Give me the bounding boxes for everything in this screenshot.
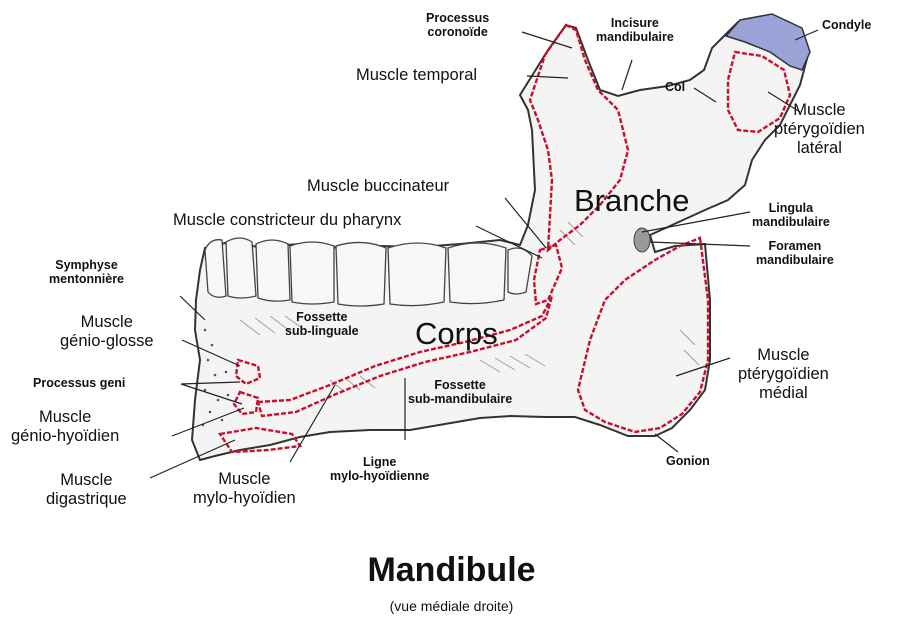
- label-ligne-mylo-line2: mylo-hyoïdienne: [330, 469, 429, 483]
- tooth: [205, 240, 226, 298]
- diagram-subtitle: (vue médiale droite): [0, 598, 903, 614]
- label-symphyse-mentonniere: Symphyse mentonnière: [49, 258, 124, 287]
- label-genio-hyoidien-line1: Muscle: [11, 408, 119, 427]
- label-fossette-sub-mandibulaire: Fossette sub-mandibulaire: [408, 378, 512, 407]
- label-muscle-genio-hyoidien: Muscle génio-hyoïdien: [11, 408, 119, 446]
- label-incisure-line2: mandibulaire: [596, 30, 674, 44]
- label-muscle-mylo-hyoidien: Muscle mylo-hyoïdien: [193, 470, 296, 508]
- label-mylo-hyoidien-line1: Muscle: [193, 470, 296, 489]
- region-corps-label: Corps: [415, 316, 498, 352]
- label-ligne-mylo-line1: Ligne: [330, 455, 429, 469]
- label-pt-med-line2: ptérygoïdien: [738, 365, 829, 384]
- label-symphyse-line2: mentonnière: [49, 272, 124, 286]
- label-fossette-sub-linguale-line1: Fossette: [285, 310, 359, 324]
- label-fossette-sub-linguale-line2: sub-linguale: [285, 324, 359, 338]
- tooth: [290, 242, 334, 304]
- tooth: [256, 240, 290, 301]
- label-muscle-constricteur: Muscle constricteur du pharynx: [173, 211, 401, 230]
- label-pt-lat-line1: Muscle: [774, 101, 865, 120]
- label-muscle-buccinateur: Muscle buccinateur: [307, 177, 449, 196]
- label-lingula-line1: Lingula: [752, 201, 830, 215]
- diagram-title: Mandibule: [0, 551, 903, 590]
- label-incisure-line1: Incisure: [596, 16, 674, 30]
- label-genio-glosse-line1: Muscle: [60, 313, 154, 332]
- label-symphyse-line1: Symphyse: [49, 258, 124, 272]
- label-muscle-pterygoidien-medial: Muscle ptérygoïdien médial: [738, 346, 829, 403]
- label-muscle-pterygoidien-lateral: Muscle ptérygoïdien latéral: [774, 101, 865, 158]
- label-fossette-sub-mandibulaire-line1: Fossette: [408, 378, 512, 392]
- label-lingula-line2: mandibulaire: [752, 215, 830, 229]
- label-incisure-mandibulaire: Incisure mandibulaire: [596, 16, 674, 45]
- tooth: [448, 243, 506, 304]
- label-fossette-sub-mandibulaire-line2: sub-mandibulaire: [408, 392, 512, 406]
- label-processus-coronoide-line2: coronoïde: [426, 25, 489, 39]
- tooth: [336, 242, 386, 306]
- label-condyle: Condyle: [822, 18, 871, 32]
- label-genio-glosse-line2: génio-glosse: [60, 332, 154, 351]
- label-processus-coronoide: Processus coronoïde: [426, 11, 489, 40]
- label-mylo-hyoidien-line2: mylo-hyoïdien: [193, 489, 296, 508]
- label-muscle-digastrique: Muscle digastrique: [46, 471, 127, 509]
- label-fossette-sub-linguale: Fossette sub-linguale: [285, 310, 359, 339]
- label-col: Col: [665, 80, 685, 94]
- label-digastrique-line1: Muscle: [46, 471, 127, 490]
- label-pt-med-line1: Muscle: [738, 346, 829, 365]
- label-ligne-mylo-hyoidienne: Ligne mylo-hyoïdienne: [330, 455, 429, 484]
- leader-incisure: [622, 60, 632, 90]
- label-pt-med-line3: médial: [738, 384, 829, 403]
- tooth: [388, 243, 446, 306]
- label-pt-lat-line2: ptérygoïdien: [774, 120, 865, 139]
- tooth: [226, 238, 256, 298]
- label-muscle-genio-glosse: Muscle génio-glosse: [60, 313, 154, 351]
- label-lingula-mandibulaire: Lingula mandibulaire: [752, 201, 830, 230]
- leader-gonion: [655, 434, 678, 452]
- label-foramen-line1: Foramen: [756, 239, 834, 253]
- label-genio-hyoidien-line2: génio-hyoïdien: [11, 427, 119, 446]
- label-foramen-mandibulaire: Foramen mandibulaire: [756, 239, 834, 268]
- label-processus-coronoide-line1: Processus: [426, 11, 489, 25]
- label-muscle-temporal: Muscle temporal: [356, 66, 477, 85]
- label-gonion: Gonion: [666, 454, 710, 468]
- label-processus-geni: Processus geni: [33, 376, 125, 390]
- region-branche-label: Branche: [574, 183, 689, 219]
- label-foramen-line2: mandibulaire: [756, 253, 834, 267]
- label-pt-lat-line3: latéral: [774, 139, 865, 158]
- label-digastrique-line2: digastrique: [46, 490, 127, 509]
